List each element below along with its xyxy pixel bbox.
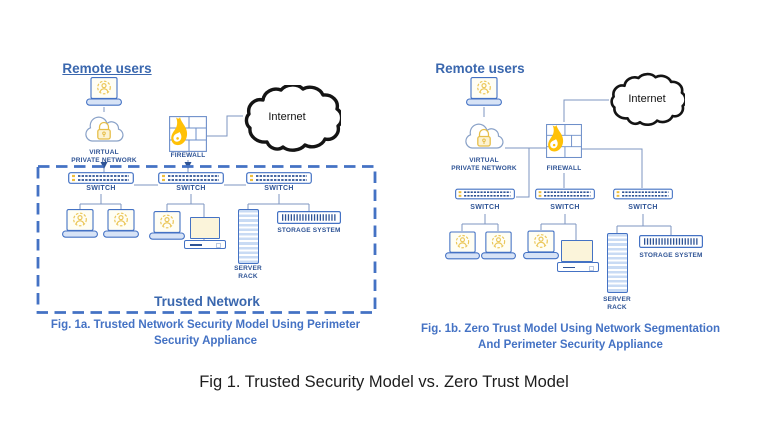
fig1a-switch3-label: SWITCH <box>264 185 294 192</box>
fig1a-laptop-user-icon <box>149 211 185 241</box>
fig1a-switch1-icon <box>68 172 134 184</box>
fig1b-remote-users-label: Remote users <box>435 61 525 76</box>
fig1a-switch3-icon <box>246 172 312 184</box>
fig1b-desktop-monitor-icon <box>561 240 593 262</box>
fig1b-server-rack-label: SERVER RACK <box>603 296 631 311</box>
fig1a-firewall-icon <box>169 116 207 152</box>
trusted-network-boundary <box>36 165 377 314</box>
fig1b-firewall-label: FIREWALL <box>546 165 582 172</box>
fig1b-switch3-label: SWITCH <box>628 204 658 211</box>
fig1a-storage-system-icon <box>277 211 341 224</box>
fig1a-trusted-network-label: Trusted Network <box>154 294 260 309</box>
fig1b-laptop-user-icon <box>445 231 480 261</box>
fig1a-desktop-monitor-icon <box>190 217 220 239</box>
fig1b-laptop-user-icon <box>523 230 559 261</box>
fig1a-switch2-icon <box>158 172 224 184</box>
fig1b-switch1-icon <box>455 188 515 200</box>
fig1a-storage-label: STORAGE SYSTEM <box>277 227 341 234</box>
fig1b-caption: Fig. 1b. Zero Trust Model Using Network … <box>420 323 721 351</box>
fig1b-vpn-label: VIRTUAL PRIVATE NETWORK <box>451 157 517 172</box>
fig1b-server-rack-icon <box>607 233 628 293</box>
fig1b-laptop-user-icon <box>481 231 516 261</box>
fig1a-internet-label: Internet <box>268 111 306 123</box>
fig1a-switch1-label: SWITCH <box>86 185 116 192</box>
fig1a-remote-users-label: Remote users <box>62 61 152 76</box>
fig1a-switch2-label: SWITCH <box>176 185 206 192</box>
fig1a-server-rack-label: SERVER RACK <box>234 265 262 280</box>
fig1b-switch2-label: SWITCH <box>550 204 580 211</box>
figure-main-caption: Fig 1. Trusted Security Model vs. Zero T… <box>199 373 569 391</box>
fig1a-laptop-user-icon <box>62 209 98 239</box>
fig1a-system-unit-icon <box>184 240 226 249</box>
fig1a-remote-laptop-user-icon <box>86 77 122 107</box>
fig1b-system-unit-icon <box>557 262 599 272</box>
fig1a-laptop-user-icon <box>103 209 139 239</box>
fig1a-firewall-label: FIREWALL <box>170 152 206 159</box>
fig1b-firewall-icon <box>546 122 582 160</box>
fig1a-server-rack-icon <box>238 209 259 264</box>
fig1b-vpn-cloud-lock-icon <box>461 117 507 156</box>
fig1a-caption: Fig. 1a. Trusted Network Security Model … <box>50 319 361 347</box>
fig1b-switch1-label: SWITCH <box>470 204 500 211</box>
fig1a-vpn-cloud-lock-icon <box>81 110 127 149</box>
fig1b-remote-laptop-user-icon <box>466 77 502 107</box>
fig1b-storage-system-icon <box>639 235 703 248</box>
fig1b-switch2-icon <box>535 188 595 200</box>
fig1b-switch3-icon <box>613 188 673 200</box>
fig1a-vpn-label: VIRTUAL PRIVATE NETWORK <box>71 149 137 164</box>
fig1b-storage-label: STORAGE SYSTEM <box>639 252 703 259</box>
fig1b-internet-label: Internet <box>628 93 666 105</box>
